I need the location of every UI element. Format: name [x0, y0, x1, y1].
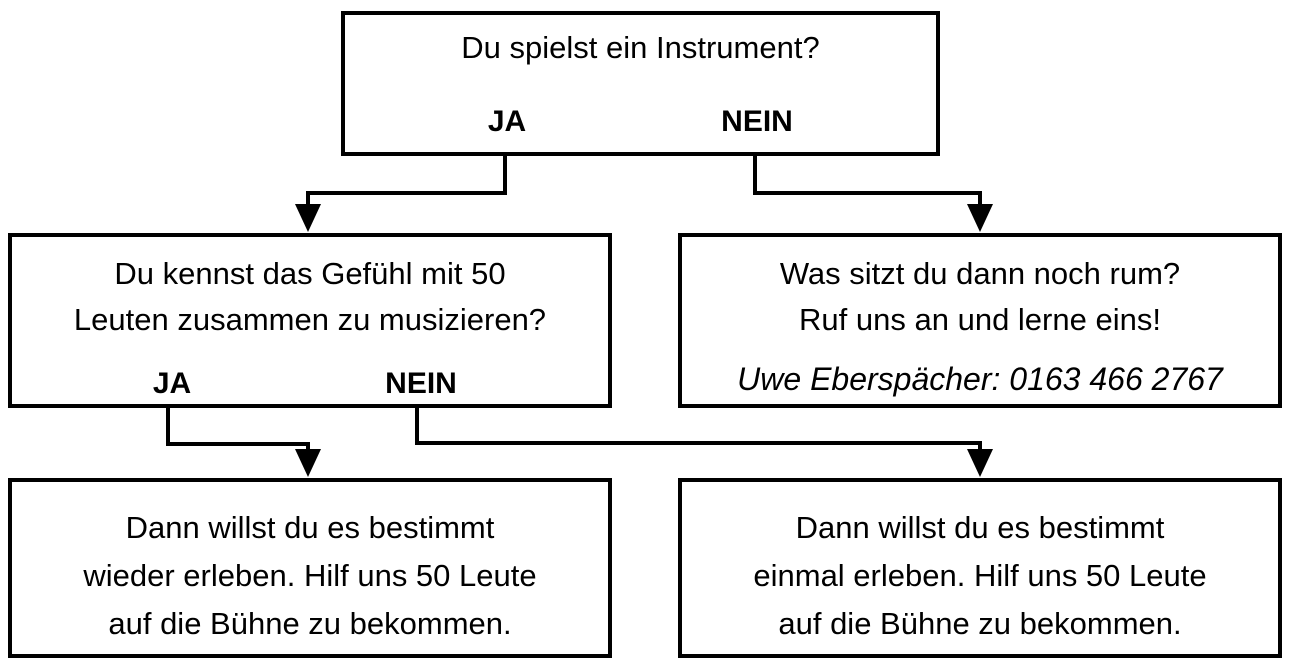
answer-nein-label: NEIN [721, 105, 793, 138]
statement-line: auf die Bühne zu bekommen. [778, 606, 1182, 641]
question-line: Leuten zusammen zu musizieren? [73, 302, 547, 337]
statement-line: Ruf uns an und lerne eins! [799, 302, 1161, 337]
node-branch-no-answer: Was sitzt du dann noch rum? Ruf uns an u… [678, 233, 1282, 408]
arrow-root-nein-to-branch-no [753, 156, 993, 232]
statement-line: einmal erleben. Hilf uns 50 Leute [753, 558, 1207, 593]
node-leaf-yes-no: Dann willst du es bestimmt einmal erlebe… [678, 478, 1282, 658]
arrow-branch-ja-to-leaf-left [166, 406, 321, 477]
node-branch-yes-question: Du kennst das Gefühl mit 50 Leuten zusam… [8, 233, 612, 408]
answer-ja-label: JA [152, 367, 192, 400]
statement-block: Dann willst du es bestimmt wieder erlebe… [12, 504, 608, 648]
statement-line: Was sitzt du dann noch rum? [779, 256, 1181, 291]
statement-line: auf die Bühne zu bekommen. [108, 606, 512, 641]
answer-ja-label: JA [487, 105, 527, 138]
arrow-branch-nein-to-leaf-right [415, 406, 993, 477]
question-line: Du kennst das Gefühl mit 50 [114, 256, 506, 291]
statement-block: Was sitzt du dann noch rum? Ruf uns an u… [682, 251, 1278, 343]
statement-line: Dann willst du es bestimmt [795, 510, 1165, 545]
contact-info: Uwe Eberspächer: 0163 466 2767 [737, 361, 1223, 397]
node-leaf-yes-yes: Dann willst du es bestimmt wieder erlebe… [8, 478, 612, 658]
arrow-root-ja-to-branch-yes [295, 156, 507, 232]
node-root-question: Du spielst ein Instrument? JA NEIN [341, 11, 940, 156]
question-line: Du spielst ein Instrument? [461, 30, 820, 65]
statement-line: Dann willst du es bestimmt [125, 510, 495, 545]
statement-block: Dann willst du es bestimmt einmal erlebe… [682, 504, 1278, 648]
question-block: Du kennst das Gefühl mit 50 Leuten zusam… [12, 251, 608, 343]
statement-line: wieder erleben. Hilf uns 50 Leute [83, 558, 537, 593]
question-block: Du spielst ein Instrument? [345, 25, 936, 71]
answer-nein-label: NEIN [385, 367, 457, 400]
